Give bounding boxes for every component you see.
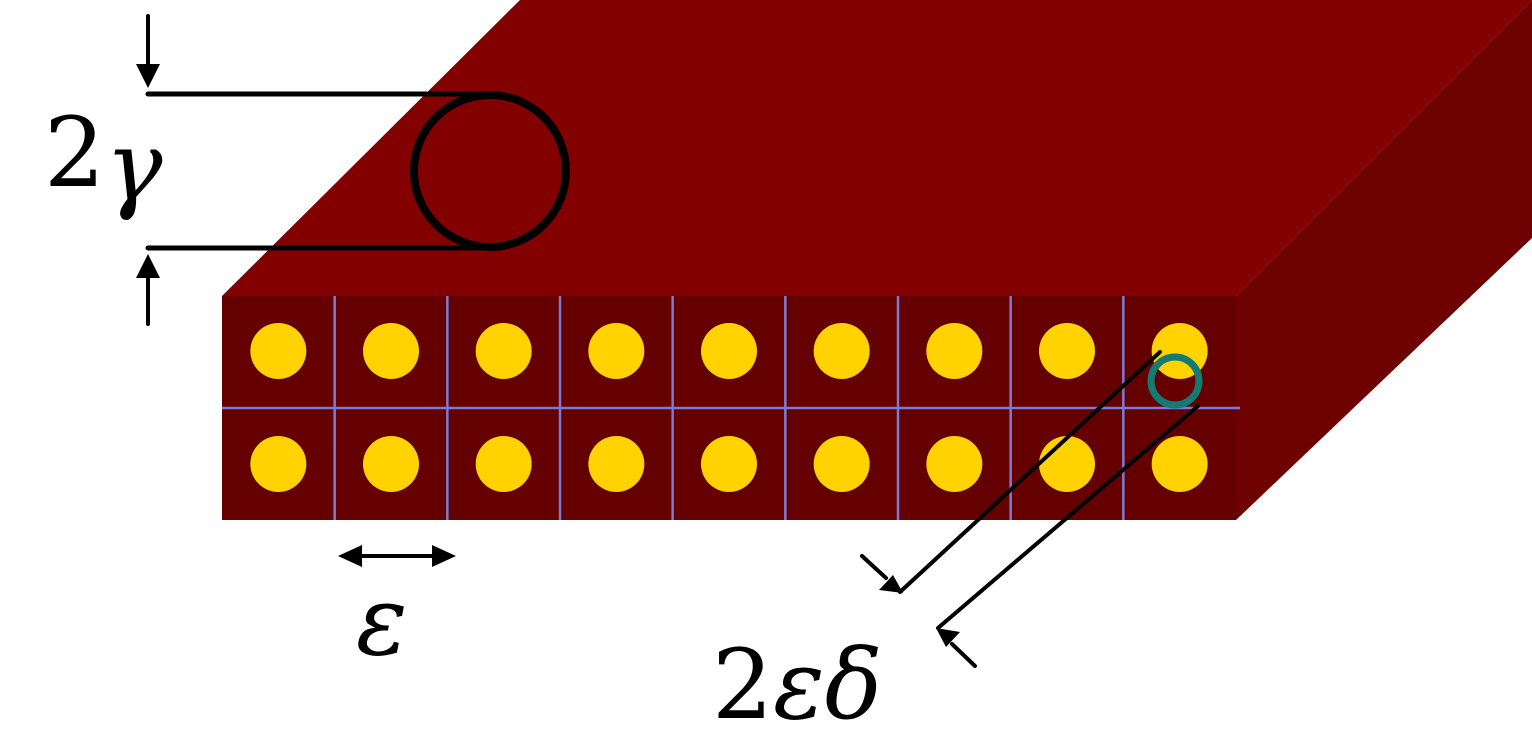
inclusion-ring — [1147, 353, 1203, 409]
particle — [363, 436, 419, 492]
cell-size-annotation — [338, 545, 456, 567]
particle — [1039, 436, 1095, 492]
particle — [475, 436, 532, 492]
particle — [250, 323, 307, 379]
gamma-bottom-arrowhead — [136, 254, 160, 278]
inclusion-size-label: 2εδ — [712, 629, 882, 741]
inclusion-lower-arrowhead — [936, 628, 960, 647]
cell-grid — [222, 296, 1240, 520]
gamma-top-arrowhead — [136, 64, 160, 88]
cell-size-right-arrowhead — [432, 545, 456, 567]
inclusion-size-annotation — [860, 350, 1203, 668]
particle — [475, 323, 532, 379]
inclusion-lower-arrow-shaft — [950, 642, 977, 668]
fiber-cross-section-circle — [410, 91, 570, 251]
particle — [588, 323, 645, 379]
inclusion-lower-leader-line — [936, 404, 1200, 630]
particle — [1039, 323, 1095, 379]
cell-size-label: ε — [356, 565, 408, 677]
inclusion-upper-arrow-shaft — [860, 554, 888, 580]
particle — [813, 323, 870, 379]
cell-size-left-arrowhead — [338, 545, 362, 567]
particle — [363, 323, 419, 379]
inclusion-upper-arrowhead — [879, 575, 903, 593]
fiber-radius-annotation — [136, 14, 570, 326]
particle-array — [250, 323, 1208, 492]
gamma-label: 2γ — [44, 97, 163, 223]
particle — [813, 436, 870, 492]
slab-side-face — [1236, 0, 1532, 520]
particle — [701, 323, 757, 379]
particle — [1151, 436, 1208, 492]
particle — [250, 436, 307, 492]
particle — [701, 436, 757, 492]
particle — [926, 323, 983, 379]
particle — [926, 436, 983, 492]
inclusion-upper-leader-line — [898, 350, 1162, 594]
particle — [588, 436, 645, 492]
